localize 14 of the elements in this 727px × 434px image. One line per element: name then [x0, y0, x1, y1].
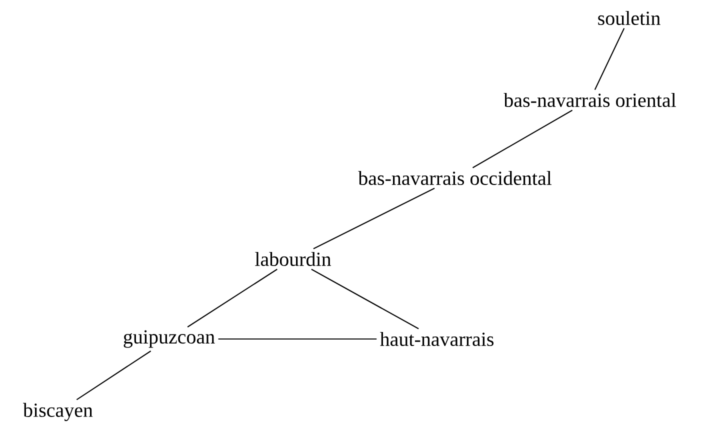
connector-line: [311, 268, 419, 330]
connector-line: [472, 110, 573, 168]
connector-line: [218, 338, 377, 340]
connector-line: [594, 28, 625, 90]
dialect-label: haut-navarrais: [380, 332, 494, 346]
dialect-label: labourdin: [255, 252, 332, 266]
connector-line: [313, 188, 435, 250]
dialect-label: biscayen: [23, 402, 93, 422]
connector-line: [187, 268, 278, 328]
dialect-label: bas-navarrais occidental: [358, 170, 552, 186]
dialect-label: souletin: [598, 10, 660, 26]
connector-line: [76, 350, 152, 400]
dialect-label: guipuzcoan: [124, 330, 215, 348]
dialect-label: bas-navarrais oriental: [504, 92, 676, 108]
